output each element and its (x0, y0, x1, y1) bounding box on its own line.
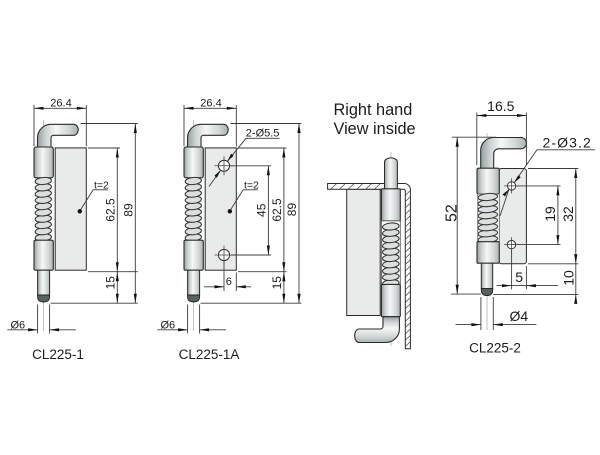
svg-text:10: 10 (561, 270, 577, 286)
svg-text:Ø6: Ø6 (11, 319, 26, 331)
svg-text:t=2: t=2 (244, 179, 259, 191)
svg-text:62.5: 62.5 (103, 198, 117, 222)
svg-text:CL225-2: CL225-2 (469, 340, 521, 355)
svg-text:5: 5 (515, 269, 523, 285)
svg-text:19: 19 (542, 206, 558, 222)
svg-text:45: 45 (254, 203, 268, 217)
svg-text:View inside: View inside (334, 120, 416, 138)
svg-text:Right hand: Right hand (334, 101, 413, 119)
svg-text:89: 89 (121, 203, 135, 217)
svg-text:2-Ø3.2: 2-Ø3.2 (543, 134, 592, 150)
svg-text:32: 32 (560, 206, 576, 222)
svg-text:26.4: 26.4 (200, 97, 221, 109)
svg-text:62.5: 62.5 (270, 198, 284, 222)
svg-text:52: 52 (443, 204, 460, 222)
svg-text:15: 15 (103, 276, 117, 290)
svg-text:6: 6 (226, 276, 232, 288)
svg-text:16.5: 16.5 (487, 98, 514, 114)
svg-text:Ø4: Ø4 (510, 308, 529, 324)
svg-text:89: 89 (285, 203, 299, 217)
svg-text:2-Ø5.5: 2-Ø5.5 (246, 127, 280, 139)
svg-text:CL225-1A: CL225-1A (179, 347, 240, 362)
svg-text:Ø6: Ø6 (161, 319, 176, 331)
svg-text:15: 15 (270, 276, 284, 290)
svg-text:26.4: 26.4 (50, 97, 71, 109)
svg-text:t=2: t=2 (94, 179, 109, 191)
svg-text:CL225-1: CL225-1 (32, 347, 84, 362)
